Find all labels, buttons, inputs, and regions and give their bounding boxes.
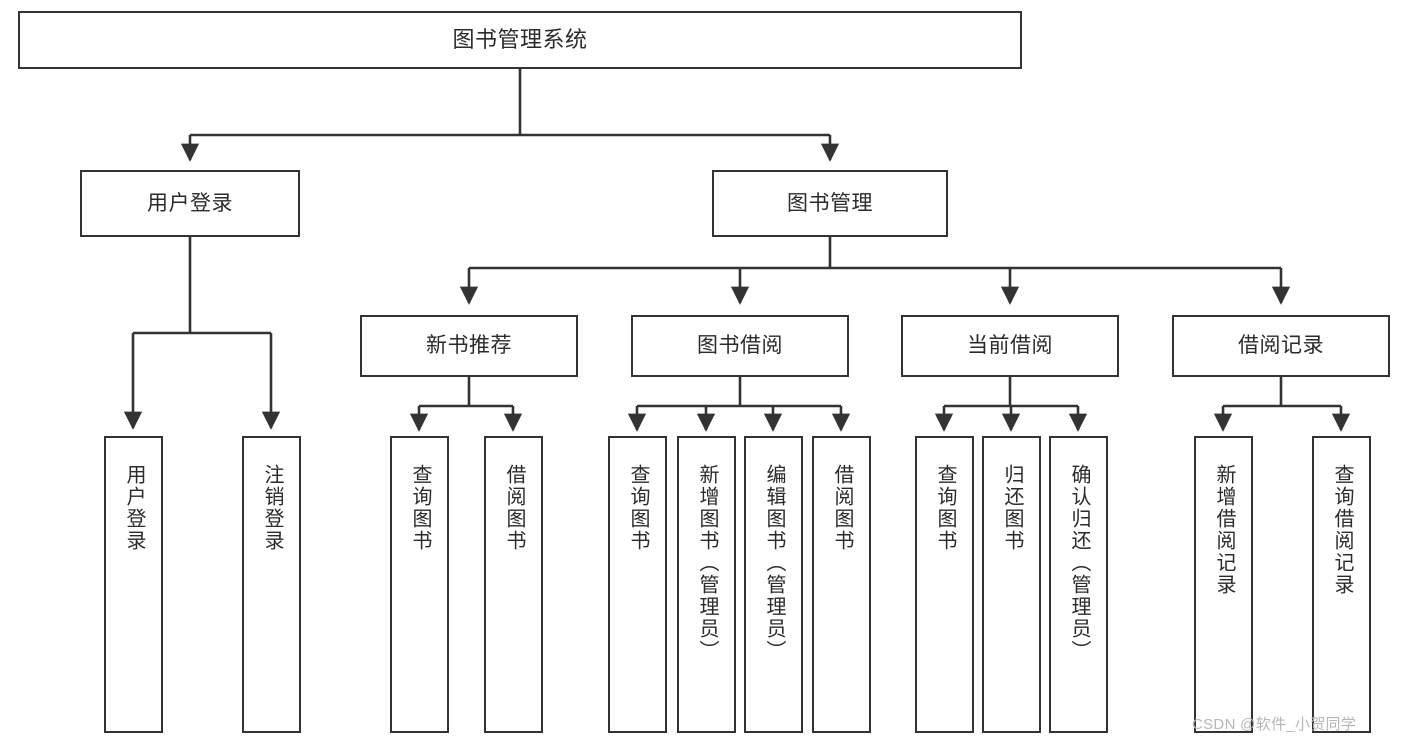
leaf-book-borrow-edit-book-admin[interactable]: 编辑图书（管理员） <box>744 436 803 733</box>
node-label: 注销登录 <box>261 464 283 552</box>
leaf-new-book-query-book[interactable]: 查询图书 <box>390 436 449 733</box>
leaf-new-book-borrow-book[interactable]: 借阅图书 <box>484 436 543 733</box>
node-label: 图书管理 <box>787 191 873 215</box>
node-label: 查询图书 <box>627 464 649 552</box>
node-label: 新增图书（管理员） <box>696 464 718 662</box>
node-label: 归还图书 <box>1001 464 1023 552</box>
leaf-current-borrow-return-book[interactable]: 归还图书 <box>982 436 1041 733</box>
node-new-book-recommend[interactable]: 新书推荐 <box>360 315 578 377</box>
node-label: 查询图书 <box>934 464 956 552</box>
node-user-login[interactable]: 用户登录 <box>80 170 300 237</box>
leaf-borrow-record-add-record[interactable]: 新增借阅记录 <box>1194 436 1253 733</box>
leaf-book-borrow-add-book-admin[interactable]: 新增图书（管理员） <box>677 436 736 733</box>
node-book-borrow[interactable]: 图书借阅 <box>631 315 849 377</box>
node-label: 借阅图书 <box>831 464 853 552</box>
node-label: 确认归还（管理员） <box>1068 464 1090 662</box>
leaf-current-borrow-query-book[interactable]: 查询图书 <box>915 436 974 733</box>
node-current-borrow[interactable]: 当前借阅 <box>901 315 1119 377</box>
node-label: 查询图书 <box>409 464 431 552</box>
node-label: 图书借阅 <box>697 334 783 358</box>
node-label: 编辑图书（管理员） <box>763 464 785 662</box>
node-label: 借阅记录 <box>1238 334 1324 358</box>
node-book-management[interactable]: 图书管理 <box>712 170 948 237</box>
leaf-user-login-logout[interactable]: 注销登录 <box>242 436 301 733</box>
node-label: 借阅图书 <box>503 464 525 552</box>
leaf-user-login-login[interactable]: 用户登录 <box>104 436 163 733</box>
node-root-book-management-system[interactable]: 图书管理系统 <box>18 11 1022 69</box>
node-label: 新书推荐 <box>426 334 512 358</box>
leaf-book-borrow-query-book[interactable]: 查询图书 <box>608 436 667 733</box>
node-borrow-record[interactable]: 借阅记录 <box>1172 315 1390 377</box>
node-label: 查询借阅记录 <box>1331 464 1353 596</box>
leaf-borrow-record-query-record[interactable]: 查询借阅记录 <box>1312 436 1371 733</box>
node-label: 用户登录 <box>123 464 145 552</box>
leaf-book-borrow-borrow-book[interactable]: 借阅图书 <box>812 436 871 733</box>
node-label: 当前借阅 <box>967 334 1053 358</box>
node-label: 用户登录 <box>147 191 233 215</box>
leaf-current-borrow-confirm-return-admin[interactable]: 确认归还（管理员） <box>1049 436 1108 733</box>
node-label: 新增借阅记录 <box>1213 464 1235 596</box>
node-label: 图书管理系统 <box>452 26 588 52</box>
